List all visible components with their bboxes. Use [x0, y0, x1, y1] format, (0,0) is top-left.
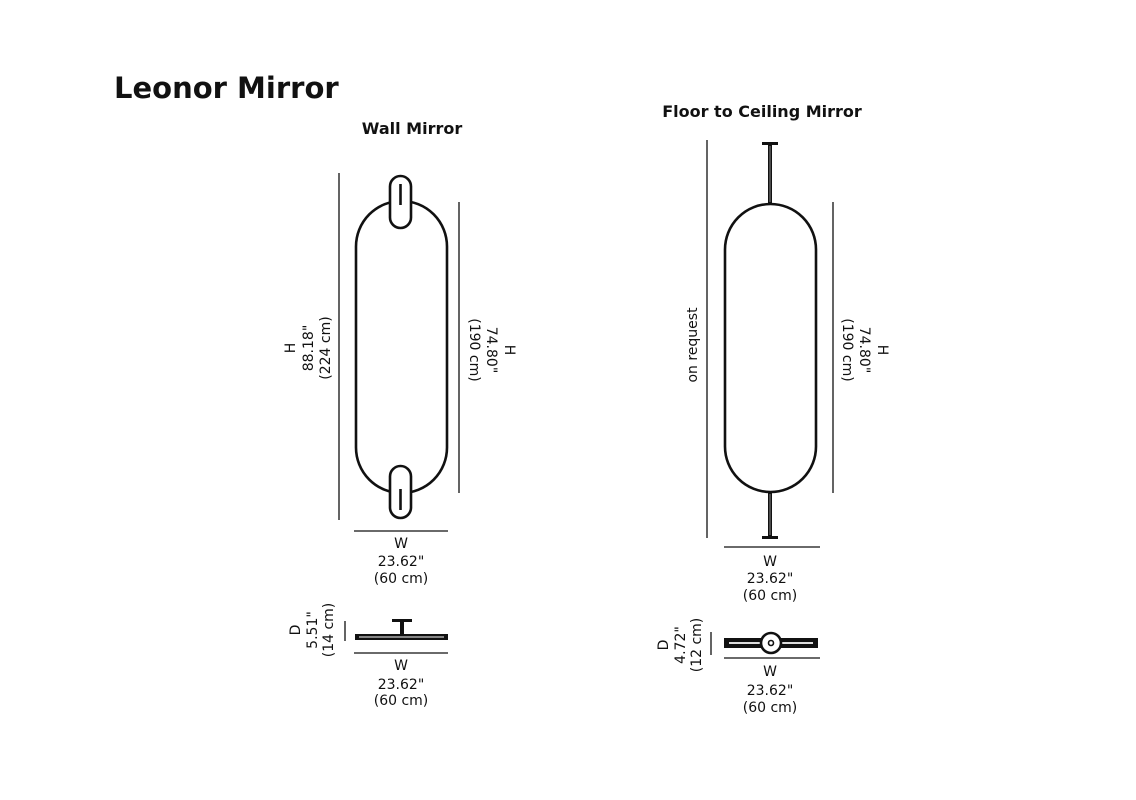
- floor-total-height-label: on request: [685, 307, 701, 383]
- depth-width-cm: (60 cm): [743, 700, 798, 716]
- dim-label: D: [656, 640, 672, 651]
- dim-inches: 88.18": [301, 325, 317, 372]
- floor-mirror-height-label: H 74.80" (190 cm): [839, 318, 890, 381]
- depth-width-inches: 23.62": [378, 677, 425, 693]
- dim-label: on request: [685, 307, 701, 383]
- width-label: W: [763, 554, 777, 570]
- floor-depth-label: D 4.72" (12 cm): [656, 618, 705, 673]
- dim-cm: (14 cm): [321, 603, 337, 658]
- floor-mirror-outline: [723, 202, 818, 494]
- wall-mirror-outline: [354, 199, 449, 495]
- dim-inches: 74.80": [856, 327, 872, 374]
- ceiling-cap: [762, 142, 778, 145]
- dim-inches: 74.80": [483, 327, 499, 374]
- wall-depth-label: D 5.51" (14 cm): [288, 603, 337, 658]
- dim-cm: (224 cm): [318, 316, 334, 379]
- wall-mirror-heading: Wall Mirror: [362, 119, 463, 138]
- dim-inches: 4.72": [673, 626, 689, 664]
- depth-width-label: W: [394, 658, 408, 674]
- wall-mirror-section: Wall Mirror H 88.18" (224 cm) H 74.80" (…: [283, 119, 517, 709]
- dim-cm: (190 cm): [466, 318, 482, 381]
- page-title: Leonor Mirror: [114, 71, 339, 105]
- dim-inches: 5.51": [305, 611, 321, 649]
- depth-width-cm: (60 cm): [374, 693, 429, 709]
- dim-label: H: [283, 343, 299, 354]
- dim-label: H: [501, 345, 517, 356]
- depth-width-label: W: [763, 664, 777, 680]
- dim-cm: (190 cm): [839, 318, 855, 381]
- width-label: W: [394, 536, 408, 552]
- wall-top-view-stem: [400, 620, 404, 634]
- wall-total-height-label: H 88.18" (224 cm): [283, 316, 334, 379]
- width-cm: (60 cm): [743, 588, 798, 604]
- depth-width-inches: 23.62": [747, 683, 794, 699]
- wall-mirror-height-label: H 74.80" (190 cm): [466, 318, 517, 381]
- floor-ceiling-heading: Floor to Ceiling Mirror: [662, 102, 862, 121]
- dim-label: H: [874, 345, 890, 356]
- dim-cm: (12 cm): [689, 618, 705, 673]
- width-inches: 23.62": [747, 571, 794, 587]
- floor-top-view-rod: [759, 631, 783, 655]
- floor-cap: [762, 536, 778, 539]
- dim-label: D: [288, 625, 304, 636]
- width-cm: (60 cm): [374, 571, 429, 587]
- width-inches: 23.62": [378, 554, 425, 570]
- floor-ceiling-mirror-section: Floor to Ceiling Mirror on request H 74.…: [656, 102, 890, 716]
